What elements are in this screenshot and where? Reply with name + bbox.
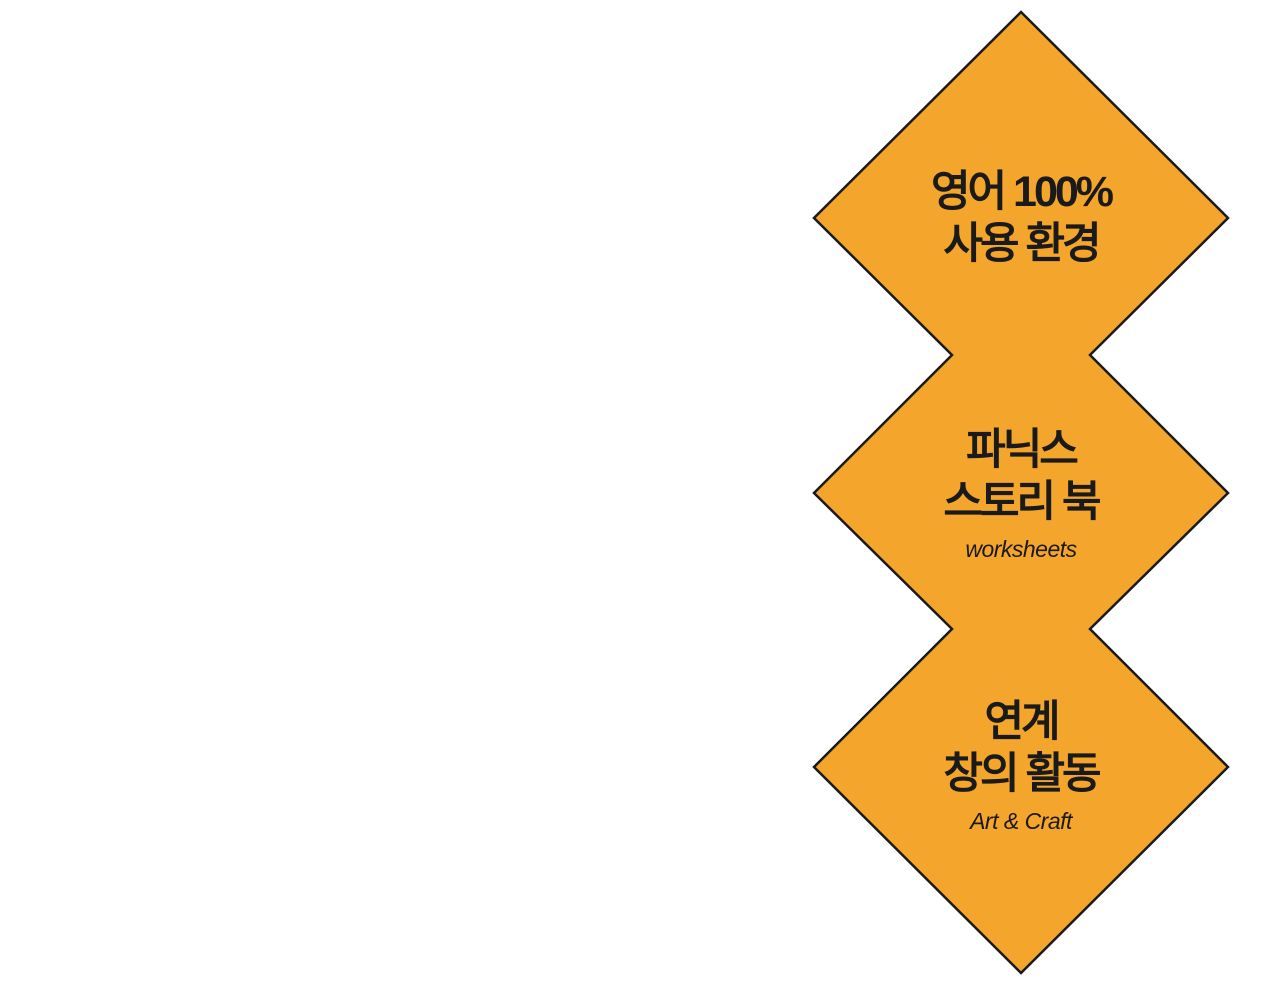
stacked-diamond-shape bbox=[812, 10, 1230, 975]
diamond-2-subtitle: worksheets bbox=[965, 536, 1077, 562]
diamond-3-line-2: 창의 활동 bbox=[943, 750, 1101, 798]
diamond-2-line-2: 스토리 북 bbox=[943, 478, 1101, 526]
diamond-3-subtitle: Art & Craft bbox=[970, 808, 1072, 834]
diamond-1-line-1: 영어 100% bbox=[930, 168, 1114, 216]
diamond-label-phonics-storybook: 파닉스 스토리 북 worksheets bbox=[871, 424, 1171, 564]
diamond-label-creative-activity: 연계 창의 활동 Art & Craft bbox=[871, 696, 1171, 836]
diamond-1-line-2: 사용 환경 bbox=[943, 220, 1101, 268]
diamond-2-line-1: 파닉스 bbox=[966, 426, 1079, 474]
diamond-3-line-1: 연계 bbox=[984, 698, 1060, 746]
diamond-label-english-environment: 영어 100% 사용 환경 bbox=[871, 166, 1171, 270]
